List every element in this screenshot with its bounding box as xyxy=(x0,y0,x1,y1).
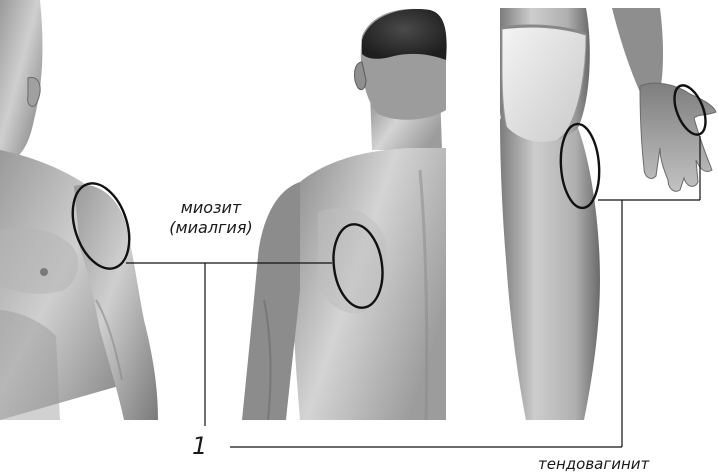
myositis-label: миозит (миалгия) xyxy=(148,198,274,238)
hair xyxy=(362,9,447,60)
nipple xyxy=(40,268,48,276)
hand xyxy=(640,83,716,191)
reference-number: 1 xyxy=(192,432,207,460)
ear-icon xyxy=(28,77,41,106)
myositis-label-line1: миозит xyxy=(148,198,274,218)
myositis-label-line2: (миалгия) xyxy=(148,218,274,238)
front-torso-figure xyxy=(0,0,158,420)
tendovaginitis-label: тендовагинит xyxy=(538,455,649,473)
leg-and-hand-figure xyxy=(500,8,716,420)
